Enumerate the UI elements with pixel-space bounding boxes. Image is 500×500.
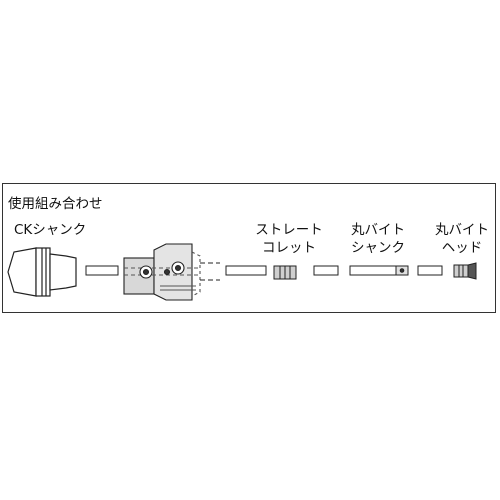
label-straight-collet-line2: コレット — [262, 240, 316, 256]
label-round-bite-shank-line2: シャンク — [351, 240, 405, 256]
straight-collet-shape — [273, 265, 297, 280]
label-round-bite-head-line2: ヘッド — [441, 240, 483, 256]
label-straight-collet-line1: ストレート — [255, 222, 323, 238]
holder-assembly — [123, 243, 220, 301]
connector-1 — [85, 265, 119, 276]
connector-3 — [313, 265, 339, 276]
label-round-bite-shank-line1: 丸バイト — [351, 222, 405, 238]
diagram-frame — [2, 183, 496, 313]
label-round-bite-head-line1: 丸バイト — [435, 222, 489, 238]
round-bite-shank-shape — [349, 265, 409, 276]
connector-2 — [225, 265, 267, 276]
round-bite-head-shape — [453, 262, 477, 280]
connector-4 — [417, 265, 443, 276]
ck-shank-shape — [7, 247, 77, 297]
diagram-title: 使用組み合わせ — [8, 196, 103, 212]
label-ck-shank: CKシャンク — [14, 222, 87, 238]
